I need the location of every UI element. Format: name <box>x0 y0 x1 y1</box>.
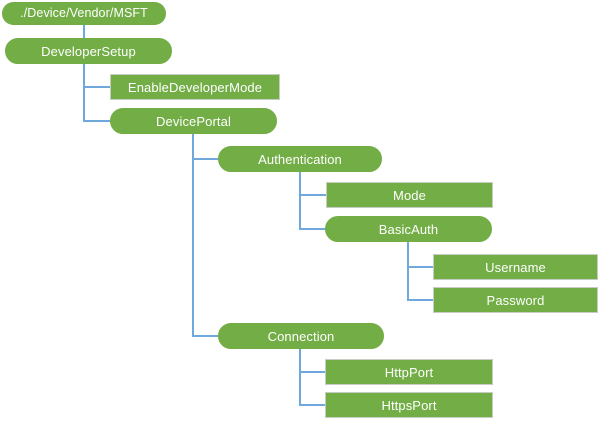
tree-node-deviceportal[interactable]: DevicePortal <box>110 108 277 134</box>
tree-node-label-httpport: HttpPort <box>384 364 434 380</box>
tree-node-label-basicauth: BasicAuth <box>378 221 439 237</box>
tree-node-label-deviceportal: DevicePortal <box>156 113 231 129</box>
tree-node-authentication[interactable]: Authentication <box>218 146 382 172</box>
tree-node-label-root: ./Device/Vendor/MSFT <box>20 6 148 21</box>
tree-node-label-password: Password <box>486 292 545 308</box>
tree-node-label-httpsport: HttpsPort <box>381 397 437 413</box>
tree-node-password[interactable]: Password <box>433 287 598 313</box>
tree-node-label-username: Username <box>485 259 546 275</box>
tree-node-label-enabledevelopermode: EnableDeveloperMode <box>127 79 263 95</box>
tree-node-label-mode: Mode <box>393 187 426 203</box>
tree-node-httpport[interactable]: HttpPort <box>325 359 493 385</box>
tree-node-label-developersetup: DeveloperSetup <box>41 43 136 59</box>
tree-node-enabledevelopermode[interactable]: EnableDeveloperMode <box>110 74 280 100</box>
tree-node-root[interactable]: ./Device/Vendor/MSFT <box>2 2 166 25</box>
tree-node-label-authentication: Authentication <box>258 151 342 167</box>
tree-node-label-connection: Connection <box>267 328 335 344</box>
tree-node-basicauth[interactable]: BasicAuth <box>325 216 492 242</box>
tree-node-mode[interactable]: Mode <box>326 182 493 208</box>
tree-node-developersetup[interactable]: DeveloperSetup <box>5 38 172 64</box>
tree-node-username[interactable]: Username <box>433 254 598 280</box>
tree-node-httpsport[interactable]: HttpsPort <box>325 392 493 418</box>
tree-node-connection[interactable]: Connection <box>218 323 384 349</box>
